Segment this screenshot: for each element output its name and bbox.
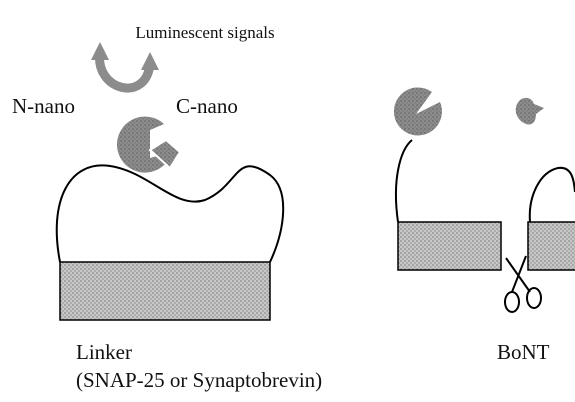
cleaved-sensor: BoNT xyxy=(394,87,575,364)
bont-label: BoNT xyxy=(497,340,550,364)
cleaved-substrate-left xyxy=(398,222,501,270)
cleaved-n-nano-fragment xyxy=(394,87,442,135)
n-nano-label: N-nano xyxy=(12,94,75,118)
cleaved-substrate-right xyxy=(528,222,575,270)
cleaved-c-nano-fragment xyxy=(516,98,544,125)
linker-label: Linker xyxy=(76,340,132,364)
intact-sensor: Luminescent signals N-nano C-nano Linker… xyxy=(12,23,322,392)
linker-detail-label: (SNAP-25 or Synaptobrevin) xyxy=(76,368,322,392)
cleaved-left-loop xyxy=(396,140,412,222)
linker-loop xyxy=(57,165,283,262)
cleaved-right-loop xyxy=(530,168,575,222)
signal-label: Luminescent signals xyxy=(135,23,274,42)
substrate-block xyxy=(60,262,270,320)
curved-double-arrow-icon xyxy=(91,42,159,88)
c-nano-label: C-nano xyxy=(176,94,238,118)
